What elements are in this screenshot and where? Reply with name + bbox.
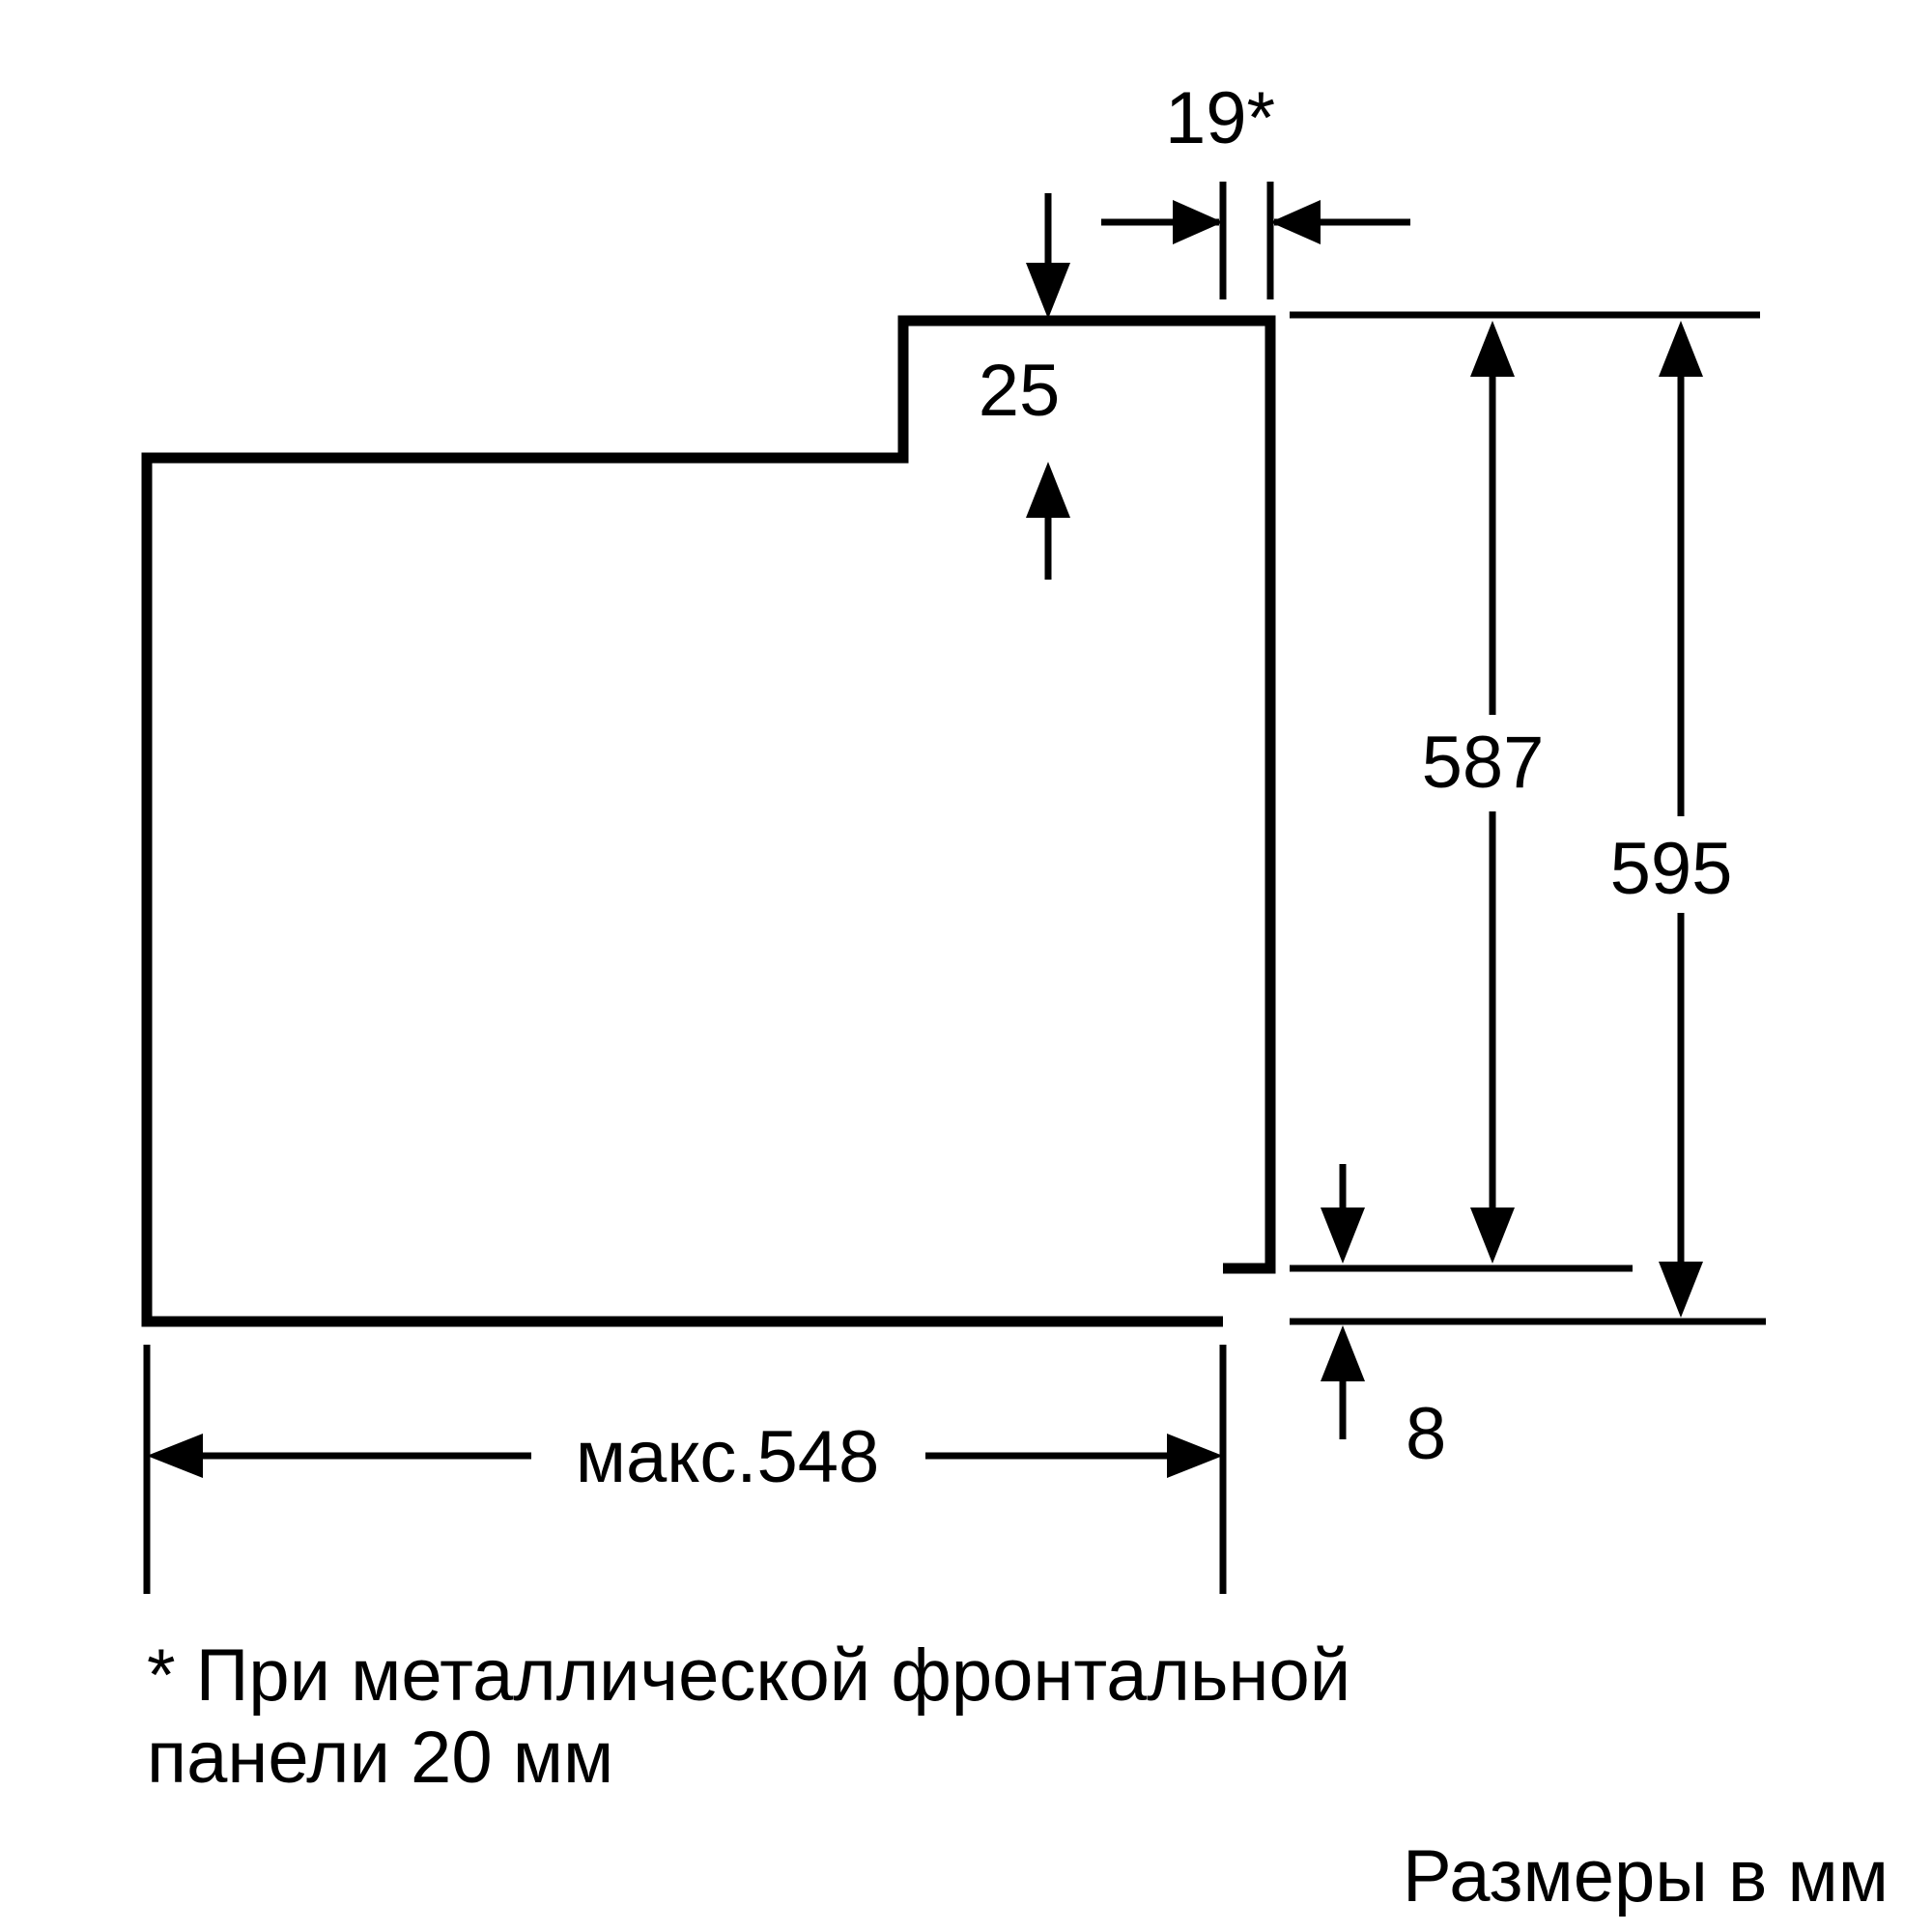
units-note: Размеры в мм [1403, 1835, 1889, 1918]
dimension-19-group: 19* [1101, 77, 1410, 299]
dim-595-arrowhead-top [1659, 321, 1703, 377]
dim-19-arrowhead-left [1173, 200, 1223, 244]
dimension-587-group: 587 [1422, 321, 1545, 1264]
dim-19-arrowhead-right [1270, 200, 1321, 244]
dim-548-arrowhead-right [1167, 1434, 1223, 1478]
dim-19-label: 19* [1165, 77, 1275, 159]
dim-548-arrowhead-left [147, 1434, 203, 1478]
units-note-group: Размеры в мм [1403, 1835, 1889, 1918]
dim-587-arrowhead-top [1470, 321, 1515, 377]
dimension-548-group: макс.548 [143, 1345, 1227, 1594]
dim-587-arrowhead-bottom [1470, 1208, 1515, 1264]
dim-8-arrowhead-up [1321, 1325, 1365, 1381]
dim-548-label: макс.548 [576, 1416, 880, 1498]
footnote-group: * При металлической фронтальной панели 2… [147, 1634, 1350, 1799]
dim-25-label: 25 [979, 350, 1061, 432]
footnote-line-2: панели 20 мм [147, 1717, 613, 1799]
dim-595-label: 595 [1610, 828, 1733, 910]
oven-body-outline [141, 315, 1223, 1327]
dimension-595-group: 595 [1610, 321, 1733, 1318]
dim-587-label: 587 [1422, 722, 1545, 804]
dim-595-arrowhead-bottom [1659, 1262, 1703, 1318]
dim-25-arrowhead-bottom [1026, 462, 1070, 518]
oven-body-outline-group [141, 315, 1223, 1327]
dim-25-arrowhead-top [1026, 263, 1070, 319]
oven-door-panel-outline [1223, 315, 1276, 1274]
dimension-25-group: 25 [979, 193, 1217, 580]
footnote-line-1: * При металлической фронтальной [147, 1634, 1350, 1717]
dimension-8-group: 8 [1321, 1164, 1446, 1475]
right-reference-lines-group [1290, 311, 1766, 1325]
dim-8-arrowhead-down [1321, 1208, 1365, 1264]
oven-door-panel-group [1223, 315, 1276, 1274]
dim-8-label: 8 [1406, 1393, 1446, 1475]
